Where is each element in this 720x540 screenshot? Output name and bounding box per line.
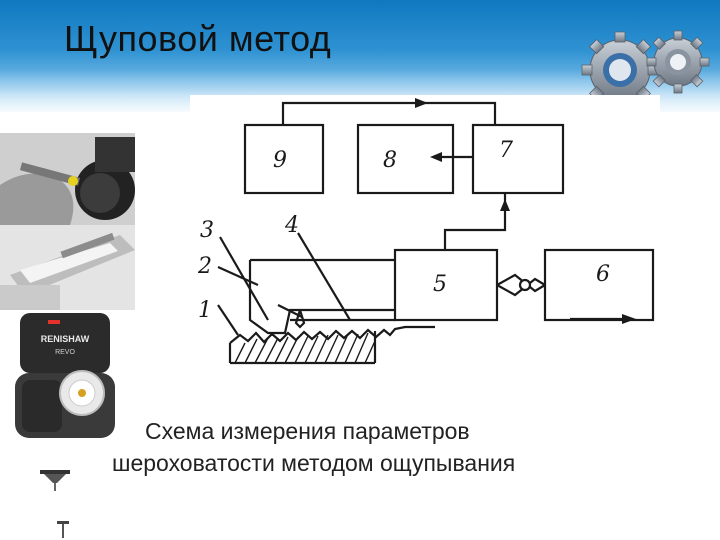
- leader-4: [298, 233, 350, 320]
- probe-brand-label: RENISHAW: [41, 334, 90, 344]
- label-part-1: 1: [198, 298, 212, 323]
- label-block-8: 8: [383, 148, 397, 173]
- label-part-4: 4: [284, 213, 299, 238]
- label-part-3: 3: [200, 218, 214, 243]
- rough-surface: [230, 327, 435, 343]
- label-block-5: 5: [433, 272, 447, 297]
- photo-column: RENISHAW REVO: [0, 125, 140, 540]
- label-block-9: 9: [273, 148, 287, 173]
- caption-line-2: шероховатости методом ощупывания: [112, 450, 515, 477]
- slide-title: Щуповой метод: [64, 18, 331, 60]
- leader-1: [218, 305, 238, 335]
- label-block-7: 7: [499, 138, 513, 163]
- probe-photo: [0, 133, 135, 233]
- block-7: [473, 125, 563, 193]
- arrowhead-7-8: [430, 152, 442, 162]
- feedback-line: [283, 103, 495, 125]
- roughness-measurement-diagram: 9 8 7 5 6 3 4 2 1: [190, 95, 660, 380]
- stylus-photo: [0, 225, 135, 310]
- probe-model-label: REVO: [55, 349, 75, 356]
- stylus-tip-photo: [40, 470, 70, 538]
- label-part-2: 2: [197, 254, 212, 279]
- arrowhead-5-7: [500, 199, 510, 211]
- arrowhead-motion: [622, 314, 636, 324]
- arrowhead-feedback: [415, 98, 428, 108]
- caption-line-1: Схема измерения параметров: [145, 418, 470, 445]
- renishaw-revo-photo: RENISHAW REVO: [15, 313, 115, 438]
- label-block-6: 6: [596, 262, 610, 287]
- line-5-7: [445, 193, 505, 250]
- stylus-needle: [296, 310, 304, 327]
